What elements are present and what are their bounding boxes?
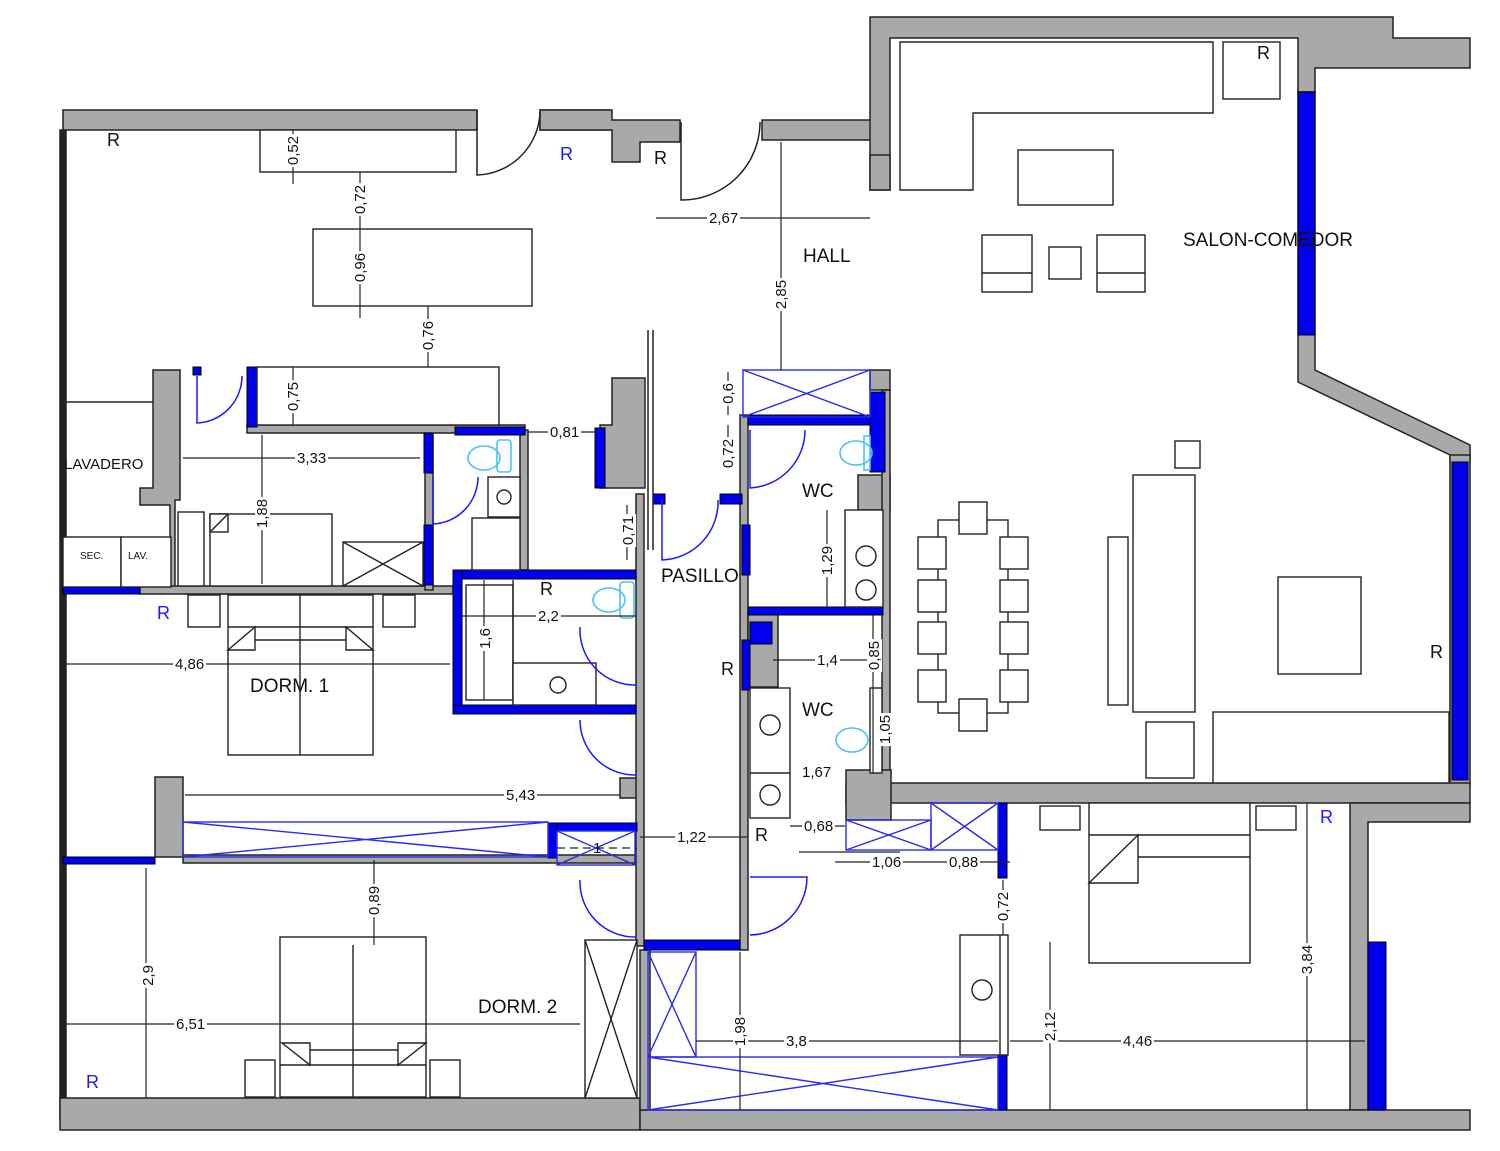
dim-1-29: 1,29 <box>819 543 837 578</box>
dim-0-85: 0,85 <box>866 638 884 673</box>
dim-4-46: 4,46 <box>1121 1033 1155 1050</box>
room-label-wc-lower: WC <box>802 700 834 721</box>
dim-1-67: 1,67 <box>800 764 834 781</box>
dim-0-88: 0,88 <box>947 854 981 871</box>
dim-3-33: 3,33 <box>295 450 329 467</box>
furniture <box>62 41 1450 1099</box>
dim-1-05: 1,05 <box>877 712 895 747</box>
room-label-wc-upper: WC <box>802 481 834 502</box>
dim-0-72-top: 0,72 <box>352 182 370 217</box>
dim-1-88: 1,88 <box>254 496 272 531</box>
dim-0-75: 0,75 <box>285 379 303 414</box>
radiator-mark: R <box>157 603 170 623</box>
dim-4-86: 4,86 <box>173 656 207 673</box>
dim-6-51: 6,51 <box>174 1016 208 1033</box>
dim-0-89: 0,89 <box>366 883 384 918</box>
room-label-salon-comedor: SALON-COMEDOR <box>1183 230 1353 251</box>
room-label-pasillo: PASILLO <box>661 566 739 587</box>
room-label-dorm-2: DORM. 2 <box>478 997 558 1018</box>
radiator-mark: R <box>654 148 667 168</box>
doors <box>196 110 808 938</box>
dim-3-8: 3,8 <box>784 1033 809 1050</box>
dim-2-67: 2,67 <box>707 210 741 227</box>
washer-label: LAV. <box>128 551 149 562</box>
dim-0-68: 0,68 <box>802 818 836 835</box>
dim-1-98: 1,98 <box>732 1014 750 1049</box>
dim-1: 1 <box>593 840 602 857</box>
dim-3-84: 3,84 <box>1299 942 1317 977</box>
dim-2-9: 2,9 <box>139 963 157 988</box>
dim-0-76: 0,76 <box>420 318 438 353</box>
dim-1-06: 1,06 <box>870 854 904 871</box>
radiator-mark: R <box>1430 642 1443 662</box>
radiator-mark: R <box>721 659 734 679</box>
room-label-lavadero: LAVADERO <box>64 456 144 473</box>
dim-2-2: 2,2 <box>536 608 561 625</box>
dim-0-72-dorm3: 0,72 <box>995 889 1013 924</box>
dim-2-12: 2,12 <box>1042 1009 1060 1044</box>
dim-0-72-wc: 0,72 <box>720 436 738 471</box>
radiator-mark: R <box>755 825 768 845</box>
radiator-mark: R <box>1320 807 1333 827</box>
dim-0-52: 0,52 <box>285 133 303 168</box>
dim-0-96: 0,96 <box>352 250 370 285</box>
dim-1-6: 1,6 <box>476 626 494 651</box>
radiator-mark: R <box>540 579 553 599</box>
dim-1-22: 1,22 <box>675 829 709 846</box>
dim-0-81: 0,81 <box>548 424 582 441</box>
room-label-hall: HALL <box>803 246 851 267</box>
toilets <box>467 435 873 753</box>
radiator-mark: R <box>86 1072 99 1092</box>
radiator-mark: R <box>1257 43 1270 63</box>
room-label-dorm-1: DORM. 1 <box>250 676 330 697</box>
dim-0-71: 0,71 <box>620 513 638 548</box>
dim-1-4: 1,4 <box>815 652 840 669</box>
radiator-mark: R <box>107 130 120 150</box>
dryer-label: SEC. <box>80 551 104 562</box>
dim-2-85: 2,85 <box>773 277 791 312</box>
radiator-mark: R <box>560 144 573 164</box>
dim-5-43: 5,43 <box>504 787 538 804</box>
dim-0-6: 0,6 <box>719 381 737 406</box>
